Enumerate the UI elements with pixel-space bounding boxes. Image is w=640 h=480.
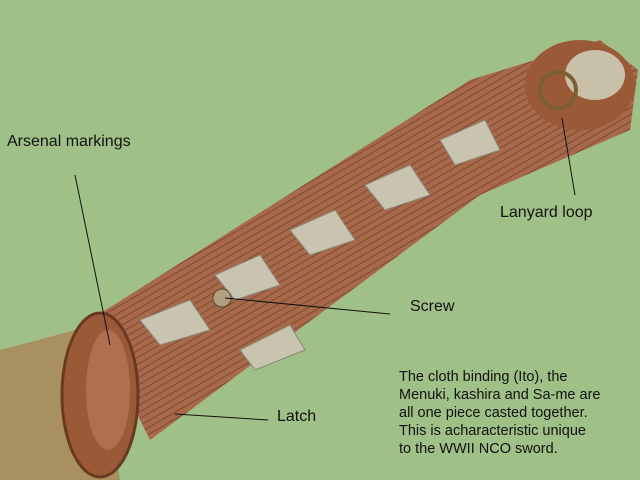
- note-line: The cloth binding (Ito), the: [399, 369, 568, 385]
- lanyard-loop: [538, 70, 578, 110]
- screw-head: [212, 288, 232, 308]
- guard-inner: [86, 330, 130, 450]
- label-latch: Latch: [277, 408, 317, 425]
- diamond-pattern: [139, 119, 501, 371]
- note-line: to the WWII NCO sword.: [399, 441, 558, 457]
- kashira-ornament: [565, 50, 625, 100]
- label-arsenal-markings: Arsenal markings: [7, 133, 131, 150]
- note-line: all one piece casted together.: [399, 405, 588, 421]
- description-note: The cloth binding (Ito), the Menuki, kas…: [399, 368, 639, 458]
- note-line: Menuki, kashira and Sa-me are: [399, 387, 601, 403]
- handle-wrap: [90, 40, 638, 440]
- label-screw: Screw: [410, 298, 455, 315]
- label-lanyard-loop: Lanyard loop: [500, 204, 593, 221]
- leader-lines: [74, 117, 576, 421]
- note-line: This is acharacteristic unique: [399, 423, 586, 439]
